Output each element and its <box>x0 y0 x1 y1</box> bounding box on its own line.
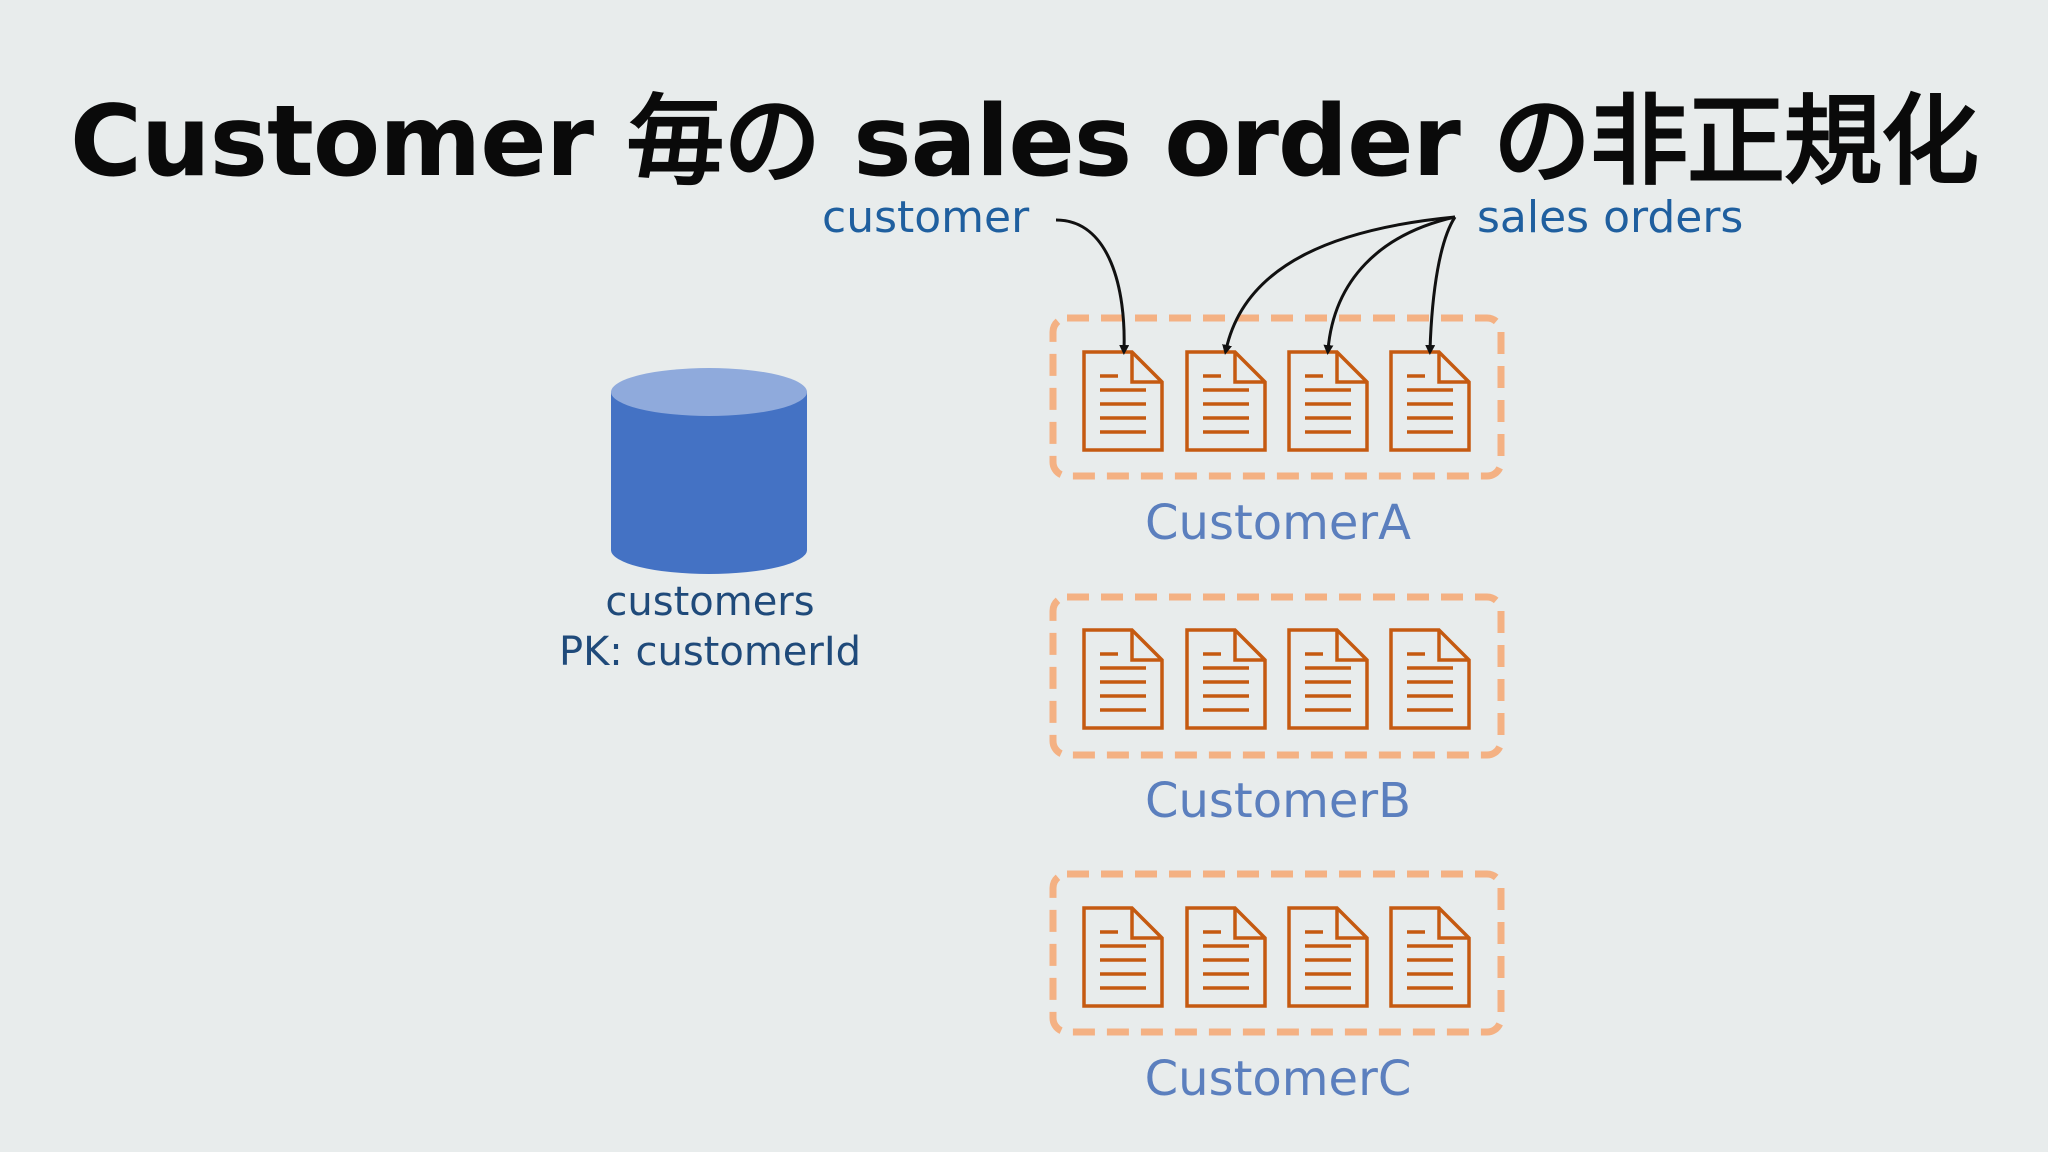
group-label-customer-c: CustomerC <box>1144 1051 1412 1107</box>
sales-order-arrow <box>1323 215 1456 355</box>
document-icon <box>1389 906 1471 1008</box>
group-border <box>1049 870 1505 1036</box>
group-border <box>1049 593 1505 759</box>
group-border <box>1049 314 1505 480</box>
document-icon <box>1389 350 1471 452</box>
document-icon <box>1389 628 1471 730</box>
customer-arrow <box>1055 218 1130 355</box>
sales-order-arrow <box>1222 215 1456 355</box>
database-pk-label: PK: customerId <box>558 629 862 675</box>
group-label-customer-b: CustomerB <box>1144 773 1412 829</box>
customer-group-a <box>1049 314 1505 480</box>
document-icon <box>1082 350 1164 452</box>
document-icon <box>1185 628 1267 730</box>
document-icon <box>1082 906 1164 1008</box>
slide-title: Customer 毎の sales order の非正規化 <box>69 85 1979 199</box>
group-label-customer-a: CustomerA <box>1145 495 1411 551</box>
document-icon <box>1287 628 1369 730</box>
database-name-label: customers <box>605 579 815 625</box>
database-cylinder-icon <box>611 368 807 574</box>
document-icon <box>1287 350 1369 452</box>
document-icon <box>1082 628 1164 730</box>
document-icon <box>1185 906 1267 1008</box>
customer-group-c <box>1049 870 1505 1036</box>
document-icon <box>1287 906 1369 1008</box>
sales-order-arrow <box>1425 216 1457 355</box>
document-icon <box>1185 350 1267 452</box>
customer-group-b <box>1049 593 1505 759</box>
sales-orders-callout-label: sales orders <box>1477 192 1744 243</box>
customer-callout-label: customer <box>822 192 1030 243</box>
